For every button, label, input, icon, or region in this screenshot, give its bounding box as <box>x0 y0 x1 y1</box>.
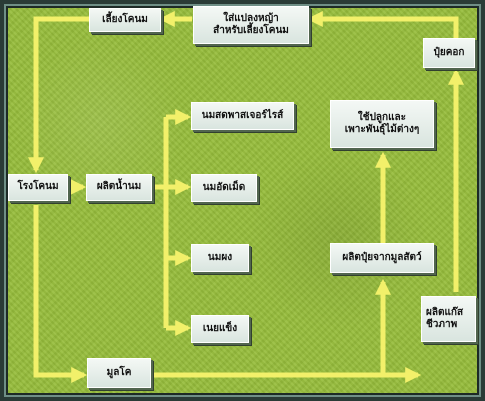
node-milk-tablets: นมอัดเม็ด <box>191 174 257 202</box>
node-manure-fertilizer: ปุ๋ยคอก <box>423 38 475 68</box>
node-hard-butter: เนยแข็ง <box>191 315 249 343</box>
node-dairy-farm: โรงโคนม <box>8 174 68 201</box>
arrow-manure-to-grass <box>306 10 459 38</box>
node-pasteurized-milk: นมสดพาสเจอร์ไรส์ <box>191 102 294 130</box>
node-biogas: ผลิตแก๊ส ชีวภาพ <box>421 296 476 342</box>
node-animal-fertilizer: ผลิตปุ๋ยจากมูลสัตว์ <box>330 243 434 273</box>
node-plant-use: ใช้ปลูกและ เพาะพันธุ์ไม้ต่างๆ <box>330 100 434 148</box>
node-fertilize-grass: ใส่แปลงหญ้า สำหรับเลี้ยงโคนม <box>193 6 309 44</box>
node-feed-cattle: เลี้ยงโคนม <box>89 8 161 32</box>
arrow-farm-to-dung <box>33 205 88 384</box>
node-cow-dung: มูลโค <box>87 358 151 388</box>
node-milk-production: ผลิตน้ำนม <box>86 174 152 201</box>
arrow-feed-to-farm <box>27 16 90 174</box>
node-milk-powder: นมผง <box>191 244 249 272</box>
